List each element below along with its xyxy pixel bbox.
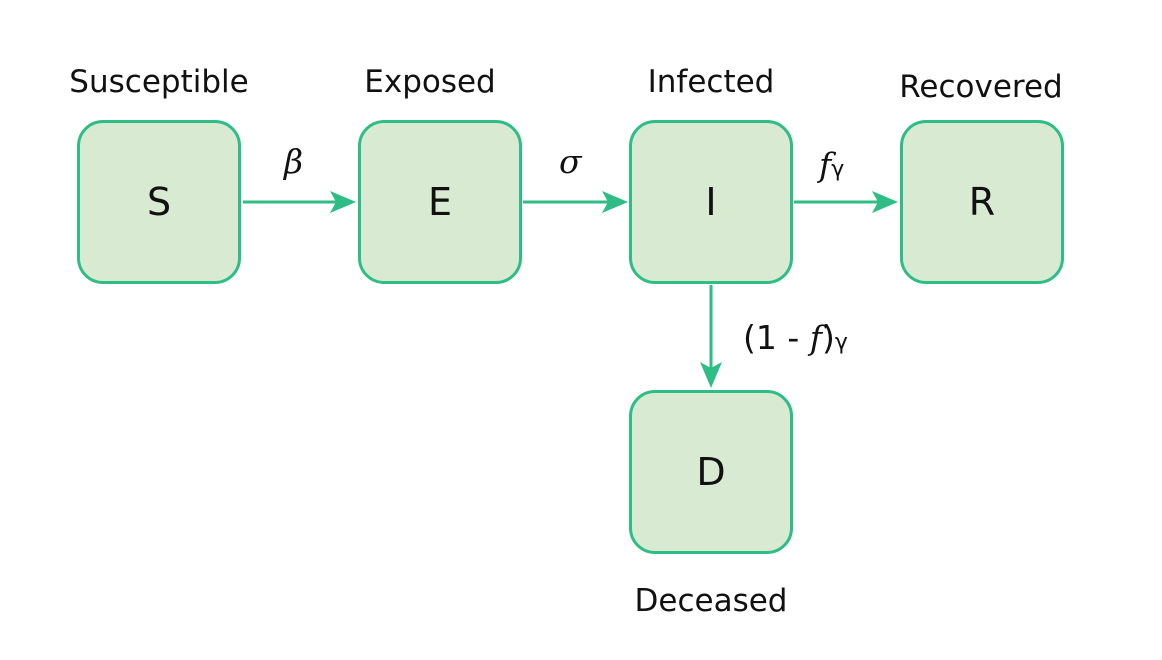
edge-e-to-i	[523, 191, 628, 213]
node-e-label: E	[427, 180, 452, 224]
node-r-label: R	[968, 180, 996, 224]
node-d-label: D	[696, 450, 726, 494]
beta-symbol: β	[284, 142, 304, 181]
node-e: E	[358, 120, 522, 284]
gamma-symbol: γ	[831, 157, 845, 182]
node-r: R	[900, 120, 1064, 284]
node-i: I	[629, 120, 793, 284]
f-symbol: f	[819, 145, 832, 184]
gamma-symbol: γ	[834, 330, 848, 355]
caption-exposed: Exposed	[364, 64, 496, 100]
caption-susceptible: Susceptible	[69, 64, 249, 100]
rate-death-open: (1 -	[743, 318, 810, 357]
rate-beta: β	[284, 142, 303, 181]
node-s-label: S	[146, 180, 172, 224]
caption-infected: Infected	[647, 64, 775, 100]
sigma-symbol: σ	[559, 142, 582, 181]
rate-recovery: fγ	[819, 145, 844, 184]
rate-death: (1 - f)γ	[743, 318, 848, 357]
arrowhead-icon	[872, 191, 898, 213]
arrowhead-icon	[700, 362, 722, 388]
f-symbol: f	[809, 318, 822, 357]
rate-sigma: σ	[559, 142, 582, 181]
node-i-label: I	[705, 180, 717, 224]
node-d: D	[629, 390, 793, 554]
edge-i-to-r	[794, 191, 898, 213]
arrowhead-icon	[602, 191, 628, 213]
rate-death-close: )	[821, 318, 835, 357]
caption-recovered: Recovered	[899, 69, 1063, 105]
caption-deceased: Deceased	[634, 583, 788, 619]
edge-i-to-d	[700, 285, 722, 388]
edge-s-to-e	[243, 191, 356, 213]
arrowhead-icon	[330, 191, 356, 213]
node-s: S	[77, 120, 241, 284]
